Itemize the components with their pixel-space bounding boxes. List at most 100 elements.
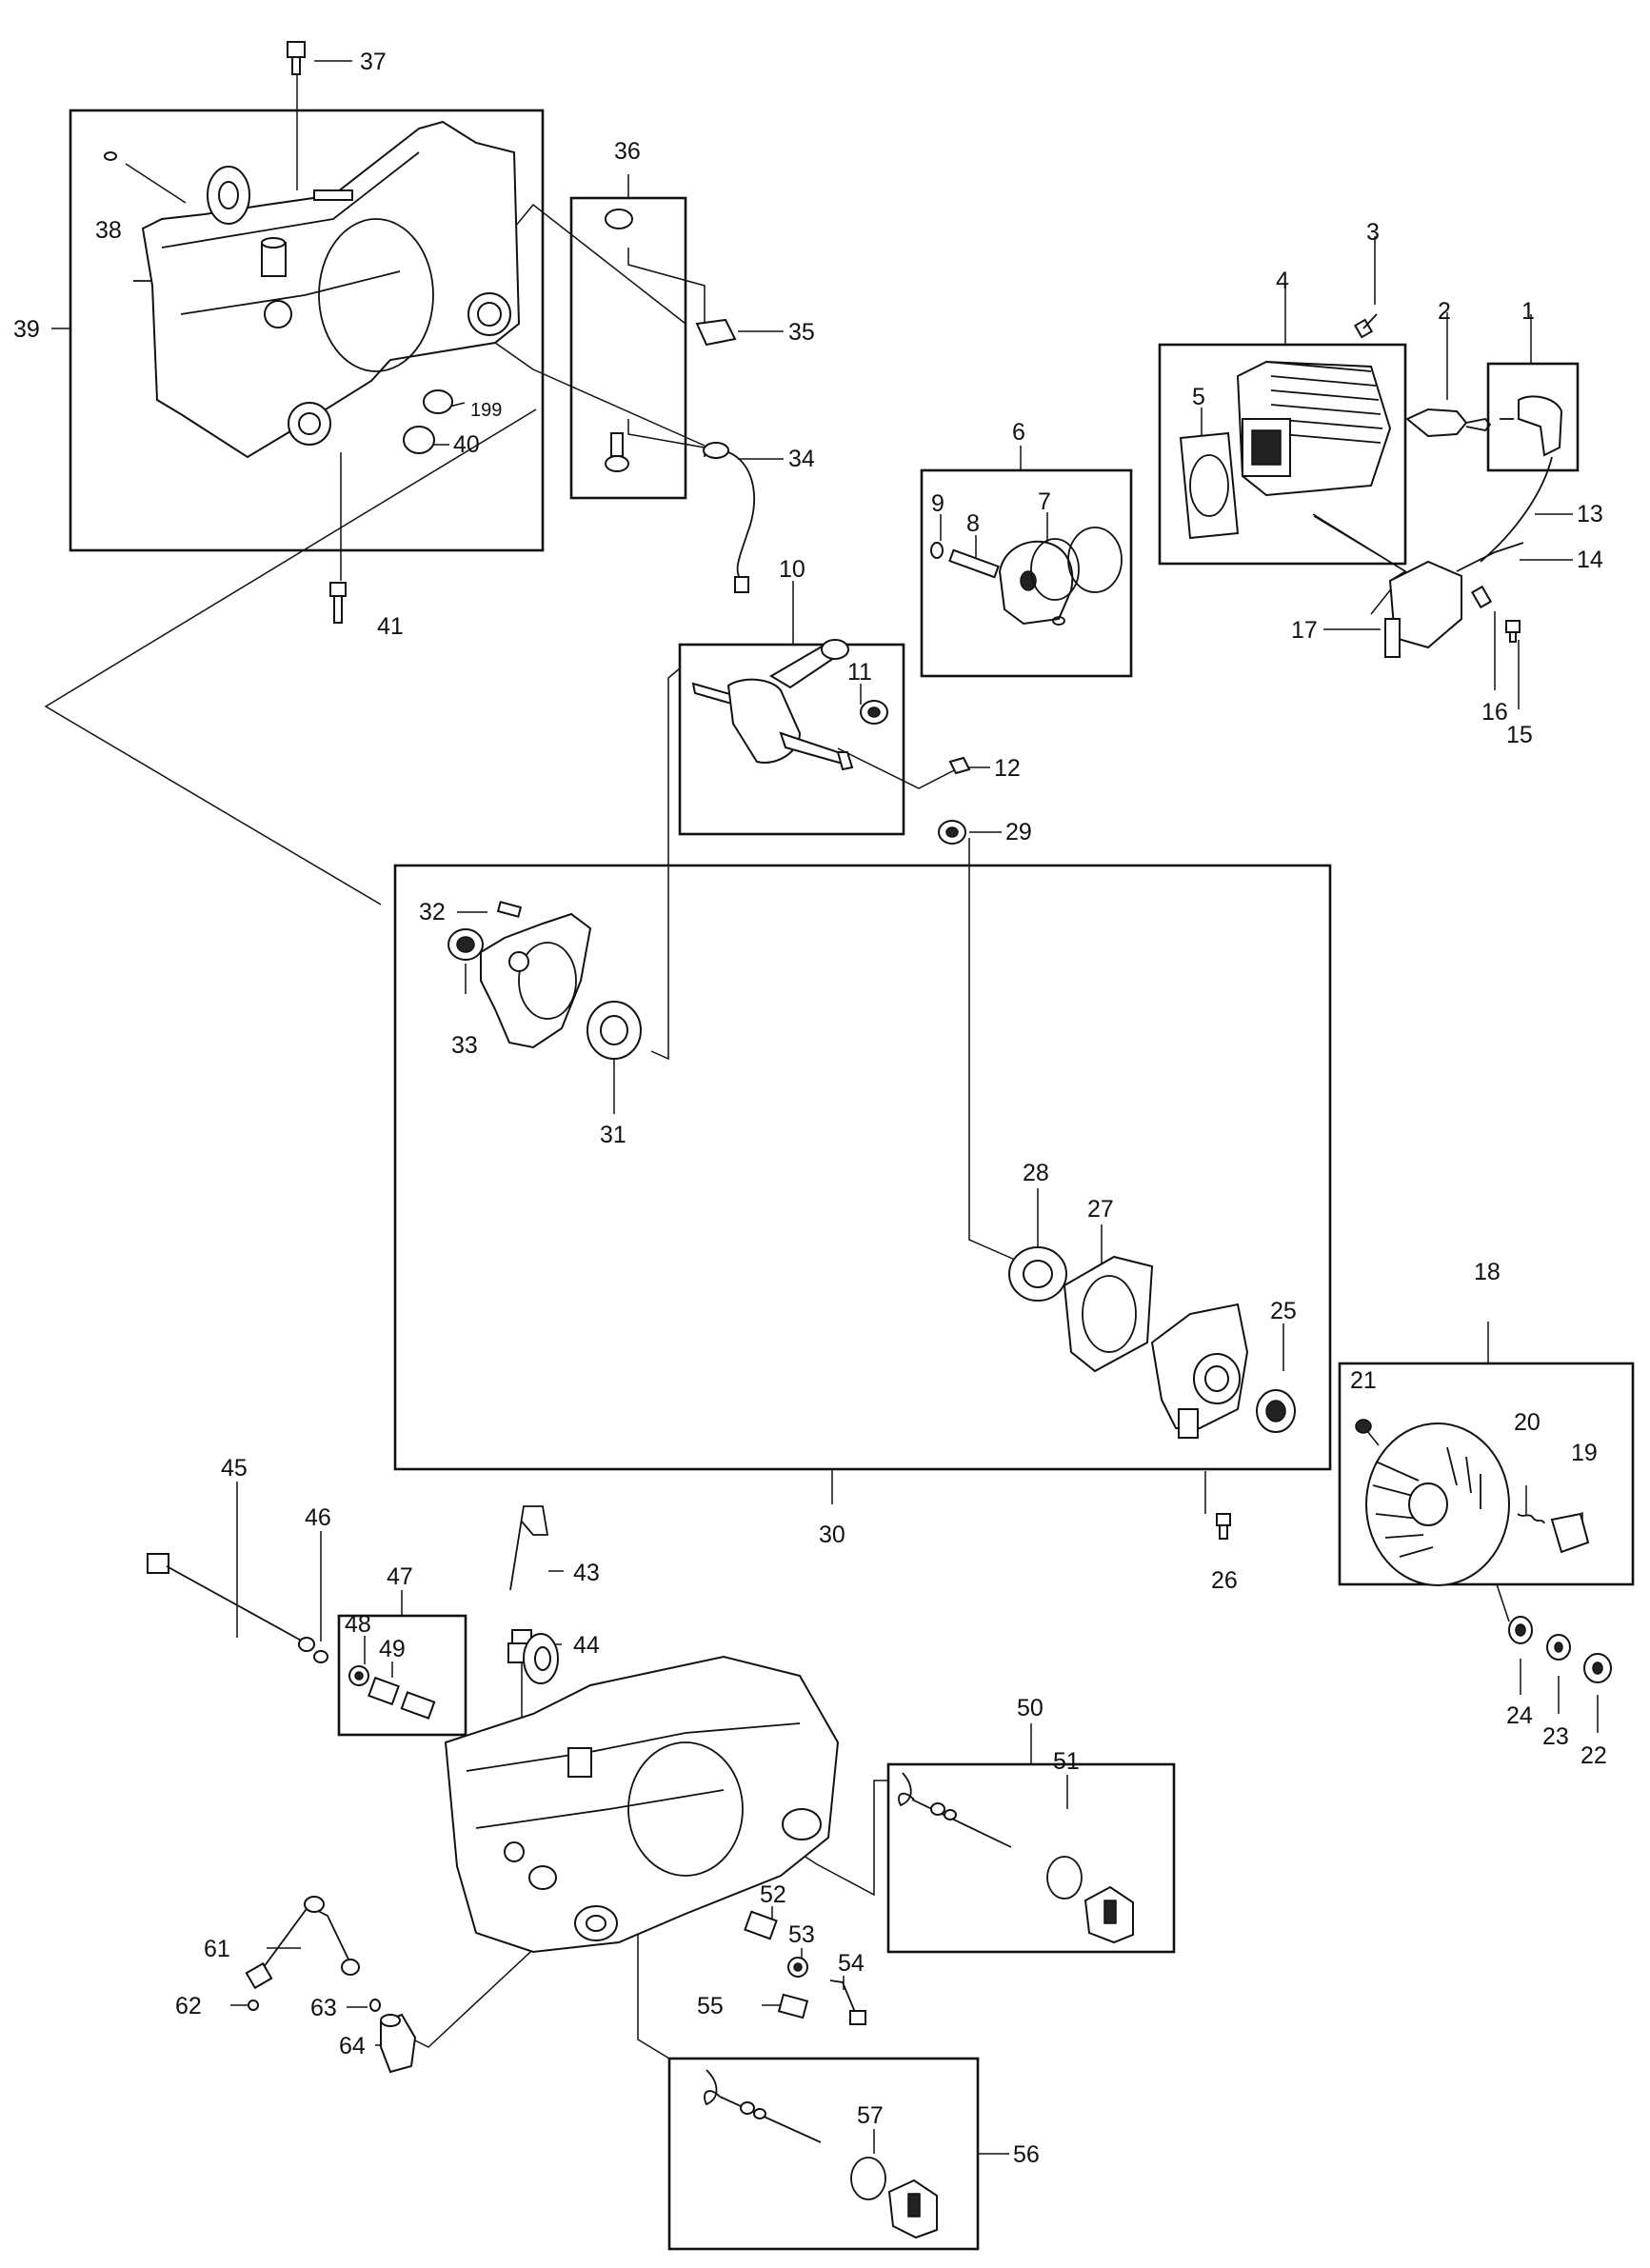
spark-plug-2 — [1405, 408, 1492, 438]
group-box-18-flywheel — [1338, 1362, 1635, 1586]
rod-45 — [147, 1553, 315, 1652]
label-19: 19 — [1571, 1440, 1598, 1466]
washer-24 — [1508, 1616, 1533, 1644]
fitting-55 — [777, 1993, 809, 2019]
label-45: 45 — [221, 1455, 248, 1482]
crankcase-lower-assembly — [444, 1633, 840, 1954]
label-21: 21 — [1350, 1367, 1377, 1394]
o-ring-57 — [850, 2157, 886, 2200]
label-26: 26 — [1211, 1567, 1238, 1594]
screw-15 — [1505, 620, 1521, 643]
label-28: 28 — [1023, 1160, 1049, 1186]
label-7: 7 — [1038, 488, 1051, 515]
pin-38 — [104, 151, 117, 161]
label-22: 22 — [1580, 1742, 1607, 1769]
label-55: 55 — [697, 1993, 724, 2019]
gasket-5 — [1179, 431, 1240, 540]
label-20: 20 — [1514, 1409, 1541, 1436]
label-199: 199 — [470, 400, 502, 421]
needle-bearing-11 — [860, 700, 888, 725]
fitting-52 — [744, 1910, 778, 1940]
label-50: 50 — [1017, 1695, 1044, 1721]
piston-7 — [998, 540, 1074, 626]
label-4: 4 — [1276, 268, 1289, 294]
pin-32 — [496, 901, 523, 918]
group-box-39-crankcase — [69, 109, 545, 552]
bolt-37 — [287, 41, 306, 75]
terminal-36 — [605, 432, 629, 472]
label-13: 13 — [1577, 501, 1603, 527]
plug-199 — [423, 389, 453, 414]
label-44: 44 — [573, 1632, 600, 1659]
nut-22 — [1583, 1653, 1612, 1683]
label-9: 9 — [931, 490, 944, 517]
ground-wire-34 — [703, 442, 755, 593]
group-box-6-piston — [920, 468, 1133, 678]
label-24: 24 — [1506, 1702, 1533, 1729]
label-11: 11 — [847, 659, 872, 686]
clip-35 — [695, 318, 737, 347]
label-17: 17 — [1291, 617, 1318, 644]
label-30: 30 — [819, 1522, 845, 1548]
group-box-1-spark-cap — [1486, 362, 1580, 472]
label-31: 31 — [600, 1122, 626, 1148]
label-48: 48 — [345, 1611, 371, 1638]
label-38: 38 — [95, 217, 122, 244]
nut-36 — [605, 209, 633, 229]
o-ring-51 — [1046, 1856, 1083, 1900]
group-box-10-crankshaft — [678, 643, 905, 836]
retaining-clip — [1052, 616, 1065, 626]
crankcase-half-right — [1150, 1303, 1249, 1439]
bolt-26 — [1216, 1513, 1231, 1540]
crankshaft-10 — [691, 639, 854, 771]
label-6: 6 — [1012, 419, 1025, 446]
bolt-54 — [829, 1980, 866, 2025]
label-52: 52 — [760, 1881, 786, 1908]
pick-up-50 — [898, 1772, 1012, 1848]
bushing-40 — [403, 426, 435, 454]
crankcase-upper-part-39 — [133, 120, 521, 459]
clip-62 — [248, 1999, 259, 2011]
label-37: 37 — [360, 49, 387, 75]
label-46: 46 — [305, 1504, 331, 1531]
label-23: 23 — [1542, 1723, 1569, 1750]
wire-14 — [1456, 542, 1524, 572]
label-41: 41 — [377, 613, 404, 640]
screw-47 — [400, 1691, 436, 1720]
clip-63 — [369, 1999, 381, 2012]
label-56: 56 — [1013, 2141, 1040, 2168]
spark-cap-1 — [1500, 395, 1563, 457]
bearing-31 — [586, 1001, 642, 1060]
label-54: 54 — [838, 1950, 865, 1977]
filter-64 — [380, 2013, 417, 2074]
gasket-27 — [1063, 1255, 1154, 1373]
nut-53 — [787, 1957, 808, 1978]
cap-56 — [887, 2178, 938, 2239]
hose-61 — [245, 1896, 360, 1990]
nut-48 — [348, 1665, 369, 1686]
label-33: 33 — [451, 1032, 478, 1059]
seal-25 — [1256, 1389, 1296, 1433]
label-12: 12 — [994, 755, 1021, 782]
bolt-3 — [1353, 313, 1378, 339]
label-51: 51 — [1053, 1748, 1080, 1775]
part-labels: 1 2 3 4 5 6 7 8 9 10 11 12 13 14 15 16 1… — [13, 49, 1607, 2168]
leader-lines — [44, 60, 1599, 2155]
label-61: 61 — [204, 1936, 230, 1962]
ignition-coil-17 — [1384, 560, 1462, 658]
label-34: 34 — [788, 446, 815, 472]
label-57: 57 — [857, 2102, 884, 2129]
clip-9 — [930, 542, 944, 559]
label-53: 53 — [788, 1921, 815, 1948]
label-8: 8 — [966, 510, 980, 537]
label-63: 63 — [310, 1995, 337, 2021]
o-ring-46 — [313, 1650, 328, 1663]
nut-21 — [1355, 1419, 1372, 1434]
pin-8 — [948, 548, 1000, 579]
wire-43 — [509, 1505, 549, 1591]
label-40: 40 — [453, 431, 480, 458]
label-49: 49 — [379, 1636, 406, 1662]
label-29: 29 — [1005, 819, 1032, 846]
spring-20 — [1517, 1513, 1545, 1524]
